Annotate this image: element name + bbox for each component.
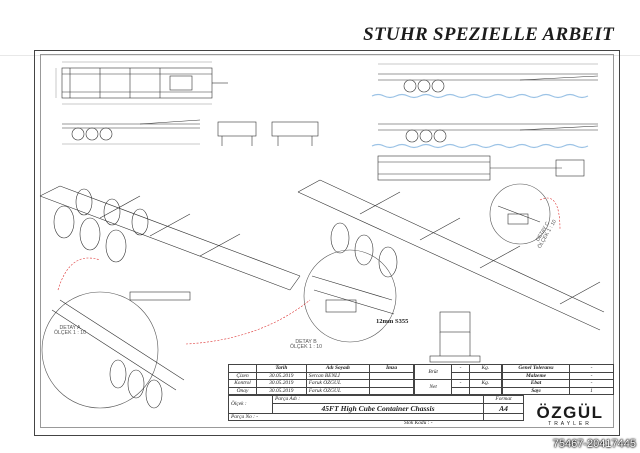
detail-a-view [41,291,191,409]
detail-c-view [489,183,551,245]
signature-table: Tarih Adı Soyadı İmza Çizen 30.05.2019 S… [228,364,414,396]
plan-view-right [377,155,585,181]
tolerance-row: Malzeme - [502,371,614,381]
isometric-chassis-left [39,185,301,291]
part-name: 45FT High Cube Container Chassis [272,402,484,414]
banner-title: STUHR SPEZIELLE ARBEIT [363,24,614,45]
end-views [217,121,319,146]
detail-b-label: DETAY B ÖLÇEK 1 : 10 [289,339,322,351]
listing-id-watermark: 75467-20417445 [552,438,636,450]
page-banner: STUHR SPEZIELLE ARBEIT [0,0,640,56]
support-leg-detail [429,311,481,363]
title-row: Onay 30.05.2019 Faruk ÖZGÜL [228,386,414,396]
plan-view-top-left [55,61,228,105]
side-view-top-right [378,63,599,93]
part-info-table: Ölçek : Parça Adı : Format 45FT High Cub… [228,395,524,422]
side-view-top-left [62,119,201,145]
detail-a-label: DETAY A ÖLÇEK 1 : 10 [53,325,86,337]
tolerance-row: Genel Toleransı - [502,364,614,373]
tolerance-row: Sayı 1 [502,386,614,396]
weight-table: Brüt - Kg. Net - Kg. [413,363,503,396]
detail-callout-curves [57,197,561,345]
title-row: Kontrol 30.05.2019 Faruk ÖZGÜL [228,379,414,388]
detail-b-view [303,249,397,343]
tolerance-table: Genel Toleransı - Malzeme - Ebat - Sayı … [502,364,614,396]
company-logo: ÖZGÜL TRAYLER [536,403,604,427]
weld-note: 12mm S355 [376,318,409,325]
title-row: Çizen 30.05.2019 Sercan BENLİ [228,371,414,381]
format-value: A4 [483,402,524,414]
drawing-sheet-inner-border [40,54,614,428]
ripple-decoration [371,93,589,149]
title-block: Tarih Adı Soyadı İmza Çizen 30.05.2019 S… [228,363,614,430]
drawing-sheet-border [34,50,620,436]
tolerance-row: Ebat - [502,379,614,388]
side-view-mid-right [378,123,599,143]
isometric-chassis-right [297,179,605,331]
stock-code: Stok Kodu : - [404,420,433,426]
